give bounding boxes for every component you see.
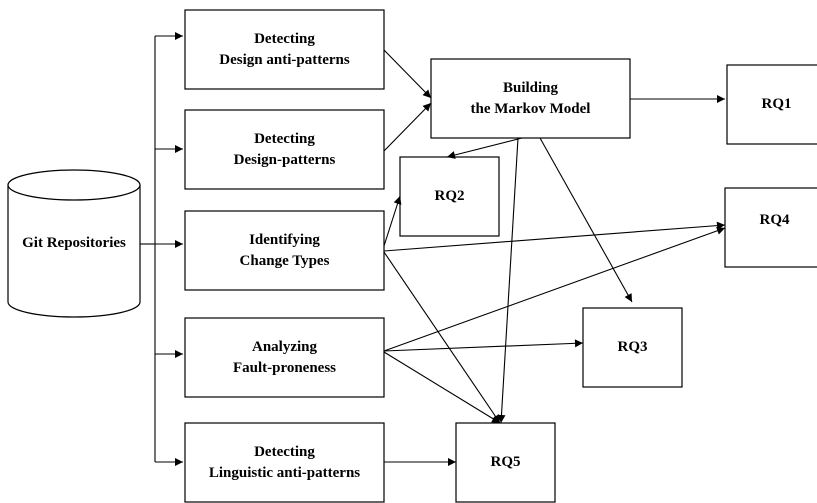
rq5-box (455, 422, 556, 503)
detecting-design-anti-patterns-box (184, 9, 385, 90)
edge-anti-patterns-to-markov (383, 49, 432, 99)
detecting-design-patterns-box (184, 109, 385, 190)
edge-change-types-to-rq4 (383, 221, 726, 252)
edge-change-types-to-rq5 (383, 251, 501, 424)
detecting-linguistic-anti-patterns-box (184, 422, 385, 503)
analyzing-fault-proneness-box (184, 317, 385, 398)
edge-markov-to-rq5 (497, 137, 519, 424)
edge-fault-proneness-to-rq3 (383, 339, 584, 352)
rq1-box (726, 64, 817, 145)
rq4-box (724, 187, 817, 268)
git-repositories-cylinder (7, 169, 141, 318)
rq2-box (399, 156, 500, 237)
edge-markov-to-rq3 (539, 137, 633, 303)
edge-change-types-to-rq2 (383, 195, 402, 247)
edge-fault-proneness-to-rq4 (383, 226, 726, 352)
source-fanout-edges (140, 32, 183, 466)
edge-markov-to-rq2 (446, 137, 523, 159)
building-markov-model-box (430, 58, 631, 139)
identifying-change-types-box (184, 210, 385, 291)
edge-design-patterns-to-markov (383, 102, 432, 152)
rq3-box (582, 307, 683, 388)
edge-fault-proneness-to-rq5 (383, 351, 501, 424)
